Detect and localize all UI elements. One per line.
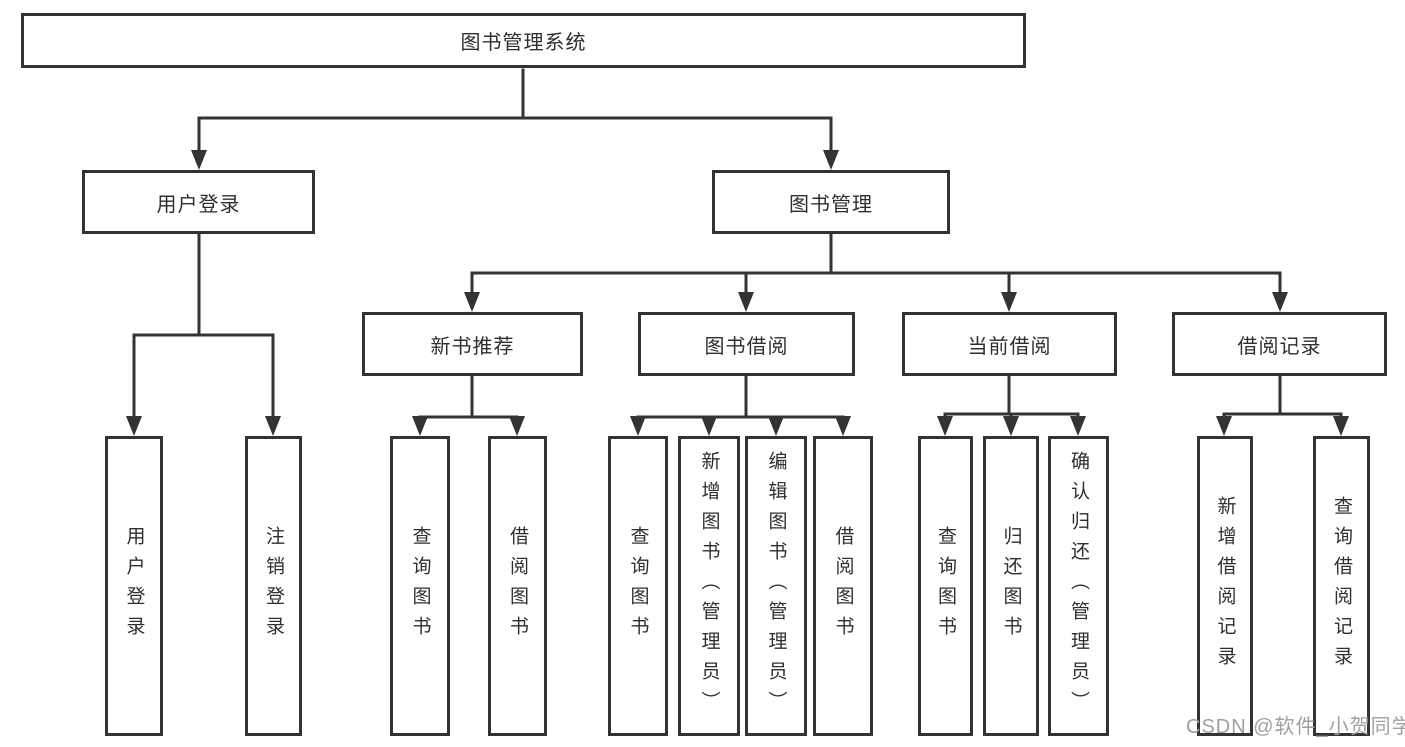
leaf-confirm-return-admin: 确认归还（管理员） bbox=[1048, 436, 1109, 736]
node-root: 图书管理系统 bbox=[21, 13, 1026, 68]
node-book-management-label: 图书管理 bbox=[789, 193, 873, 216]
leaf-query-book-3: 查询图书 bbox=[918, 436, 973, 736]
leaf-add-borrow-record-label: 新增借阅记录 bbox=[1214, 496, 1236, 676]
leaf-edit-book-admin: 编辑图书（管理员） bbox=[745, 436, 807, 736]
node-current-borrow-label: 当前借阅 bbox=[967, 335, 1052, 358]
leaf-borrow-book-2-label: 借阅图书 bbox=[832, 526, 854, 646]
leaf-confirm-return-admin-label: 确认归还（管理员） bbox=[1068, 451, 1089, 721]
leaf-query-book-1-label: 查询图书 bbox=[409, 526, 431, 646]
node-user-login-label: 用户登录 bbox=[156, 193, 241, 216]
node-root-label: 图书管理系统 bbox=[460, 32, 587, 54]
leaf-user-login-label: 用户登录 bbox=[123, 526, 145, 646]
leaf-logout: 注销登录 bbox=[245, 436, 302, 736]
watermark: CSDN @软件_小贺同学 bbox=[1186, 716, 1405, 738]
node-borrow-records-label: 借阅记录 bbox=[1237, 335, 1322, 358]
leaf-logout-label: 注销登录 bbox=[263, 526, 284, 646]
node-borrow-records: 借阅记录 bbox=[1172, 312, 1387, 376]
leaf-query-book-2: 查询图书 bbox=[608, 436, 668, 736]
node-new-book-recommend-label: 新书推荐 bbox=[430, 335, 515, 358]
leaf-return-book-label: 归还图书 bbox=[1000, 526, 1022, 646]
leaf-borrow-book-2: 借阅图书 bbox=[813, 436, 873, 736]
leaf-add-borrow-record: 新增借阅记录 bbox=[1197, 436, 1253, 736]
leaf-query-book-3-label: 查询图书 bbox=[935, 526, 956, 646]
leaf-borrow-book-1: 借阅图书 bbox=[488, 436, 547, 736]
node-book-management: 图书管理 bbox=[712, 170, 950, 234]
node-user-login: 用户登录 bbox=[82, 170, 315, 234]
node-new-book-recommend: 新书推荐 bbox=[362, 312, 583, 376]
leaf-query-borrow-record-label: 查询借阅记录 bbox=[1331, 496, 1352, 676]
leaf-query-borrow-record: 查询借阅记录 bbox=[1313, 436, 1370, 736]
leaf-borrow-book-1-label: 借阅图书 bbox=[507, 526, 528, 646]
leaf-edit-book-admin-label: 编辑图书（管理员） bbox=[765, 451, 787, 721]
leaf-query-book-1: 查询图书 bbox=[390, 436, 450, 736]
leaf-query-book-2-label: 查询图书 bbox=[627, 526, 649, 646]
leaf-user-login: 用户登录 bbox=[105, 436, 163, 736]
node-current-borrow: 当前借阅 bbox=[902, 312, 1117, 376]
node-book-borrow-label: 图书借阅 bbox=[704, 335, 789, 358]
leaf-return-book: 归还图书 bbox=[983, 436, 1039, 736]
leaf-add-book-admin: 新增图书（管理员） bbox=[678, 436, 740, 736]
leaf-add-book-admin-label: 新增图书（管理员） bbox=[698, 451, 720, 721]
node-book-borrow: 图书借阅 bbox=[638, 312, 855, 376]
